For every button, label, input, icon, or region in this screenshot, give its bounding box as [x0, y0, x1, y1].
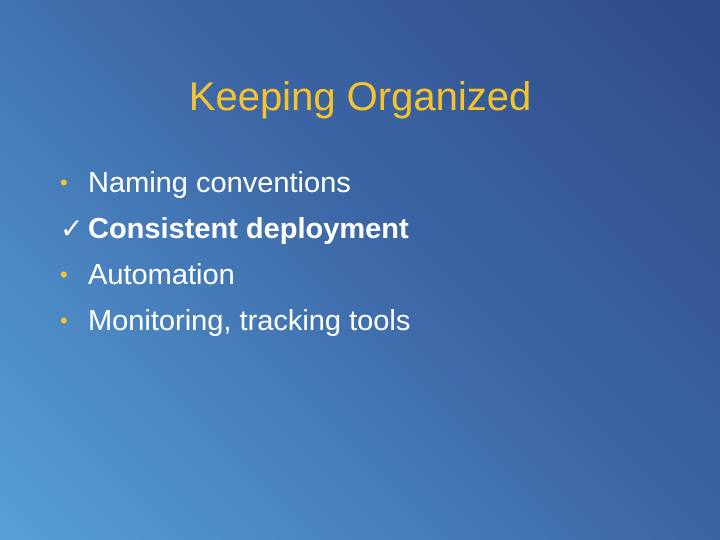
bullet-text: Naming conventions: [88, 167, 351, 199]
bullet-dot-icon: •: [60, 308, 68, 333]
checkmark-icon: ✓: [60, 213, 84, 244]
bullet-text: Automation: [88, 259, 235, 291]
bullet-dot-icon: •: [60, 262, 68, 287]
bullet-item-consistent-deployment: ✓Consistent deployment: [60, 206, 410, 252]
bullet-item-naming-conventions: • Naming conventions: [60, 160, 410, 206]
bullet-text-highlighted: Consistent deployment: [88, 213, 409, 245]
bullet-list: • Naming conventions ✓Consistent deployme…: [60, 160, 410, 344]
bullet-item-automation: • Automation: [60, 252, 410, 298]
bullet-text: Monitoring, tracking tools: [88, 305, 411, 337]
bullet-item-monitoring-tracking-tools: • Monitoring, tracking tools: [60, 298, 410, 344]
slide-title: Keeping Organized: [188, 75, 532, 119]
bullet-dot-icon: •: [60, 170, 68, 195]
